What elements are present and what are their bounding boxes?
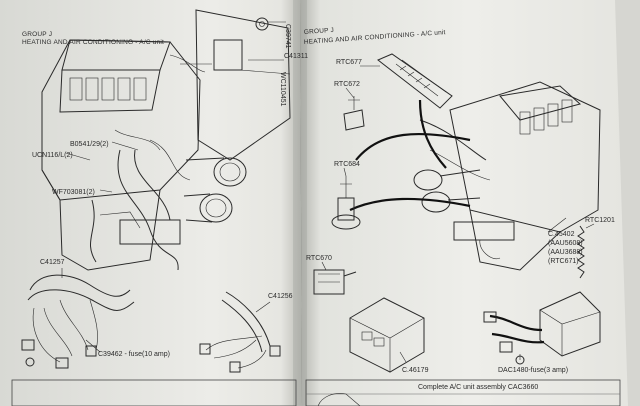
harness-c41256-drawing <box>199 291 281 373</box>
rtc672-switch-drawing <box>343 96 365 131</box>
car-silhouette-icon <box>317 393 361 406</box>
label-aau5608: (AAU5608) <box>548 240 583 247</box>
label-c46179: C.46179 <box>402 367 429 374</box>
label-aau3688: (AAU3688) <box>548 249 583 256</box>
rtc684-thermostat-drawing <box>331 176 361 230</box>
left-page-title: HEATING AND AIR CONDITIONING - A/C unit <box>22 39 164 46</box>
label-wc110451: WC110451 <box>279 72 286 107</box>
left-page <box>0 0 302 406</box>
dac1480-fuse-box-drawing <box>483 291 601 365</box>
left-leader-lines <box>61 21 291 313</box>
right-page <box>300 0 640 406</box>
label-c45402: C.45402 <box>548 231 575 238</box>
rtc677-relay-drawing <box>377 53 453 109</box>
gutter-shadow <box>293 0 307 406</box>
label-c39741: C39741 <box>284 24 291 49</box>
cable-lower <box>349 197 471 211</box>
right-bottom-frame <box>305 379 621 406</box>
label-ucn116: UCN116/L(2) <box>32 152 73 159</box>
left-bottom-frame <box>11 379 297 406</box>
label-c41256: C41256 <box>268 293 293 300</box>
label-c41311: C41311 <box>284 53 308 60</box>
right-leader-lines <box>321 65 595 363</box>
cable-upper <box>355 132 471 161</box>
label-rtc684: RTC684 <box>334 161 360 168</box>
label-dac1480: DAC1480-fuse(3 amp) <box>498 367 568 374</box>
label-c41257: C41257 <box>40 259 65 266</box>
rtc1201-spring-drawing <box>577 225 585 279</box>
label-rtc677: RTC677 <box>336 59 362 66</box>
label-c39462: C39462 - fuse(10 amp) <box>98 351 170 358</box>
label-rtc670: RTC670 <box>306 255 332 262</box>
label-b0541: B0541/29(2) <box>70 141 109 148</box>
left-group-label: GROUP J <box>22 31 52 38</box>
left-ac-unit-drawing <box>41 9 291 271</box>
rtc670-switch-drawing <box>313 269 357 295</box>
label-rtc672: RTC672 <box>334 81 360 88</box>
label-wf703081: WF703081(2) <box>52 189 95 196</box>
right-group-label: GROUP J <box>304 27 335 36</box>
label-rtc671: (RTC671) <box>548 258 579 265</box>
c46179-relay-box-drawing <box>349 297 425 373</box>
page-edges <box>615 0 640 406</box>
harness-c41257-drawing <box>21 274 135 369</box>
right-ac-unit-drawing <box>413 81 601 271</box>
label-rtc1201: RTC1201 <box>585 217 615 224</box>
footer-caption: Complete A/C unit assembly CAC3660 <box>418 384 538 391</box>
cable-vertical <box>418 99 447 169</box>
